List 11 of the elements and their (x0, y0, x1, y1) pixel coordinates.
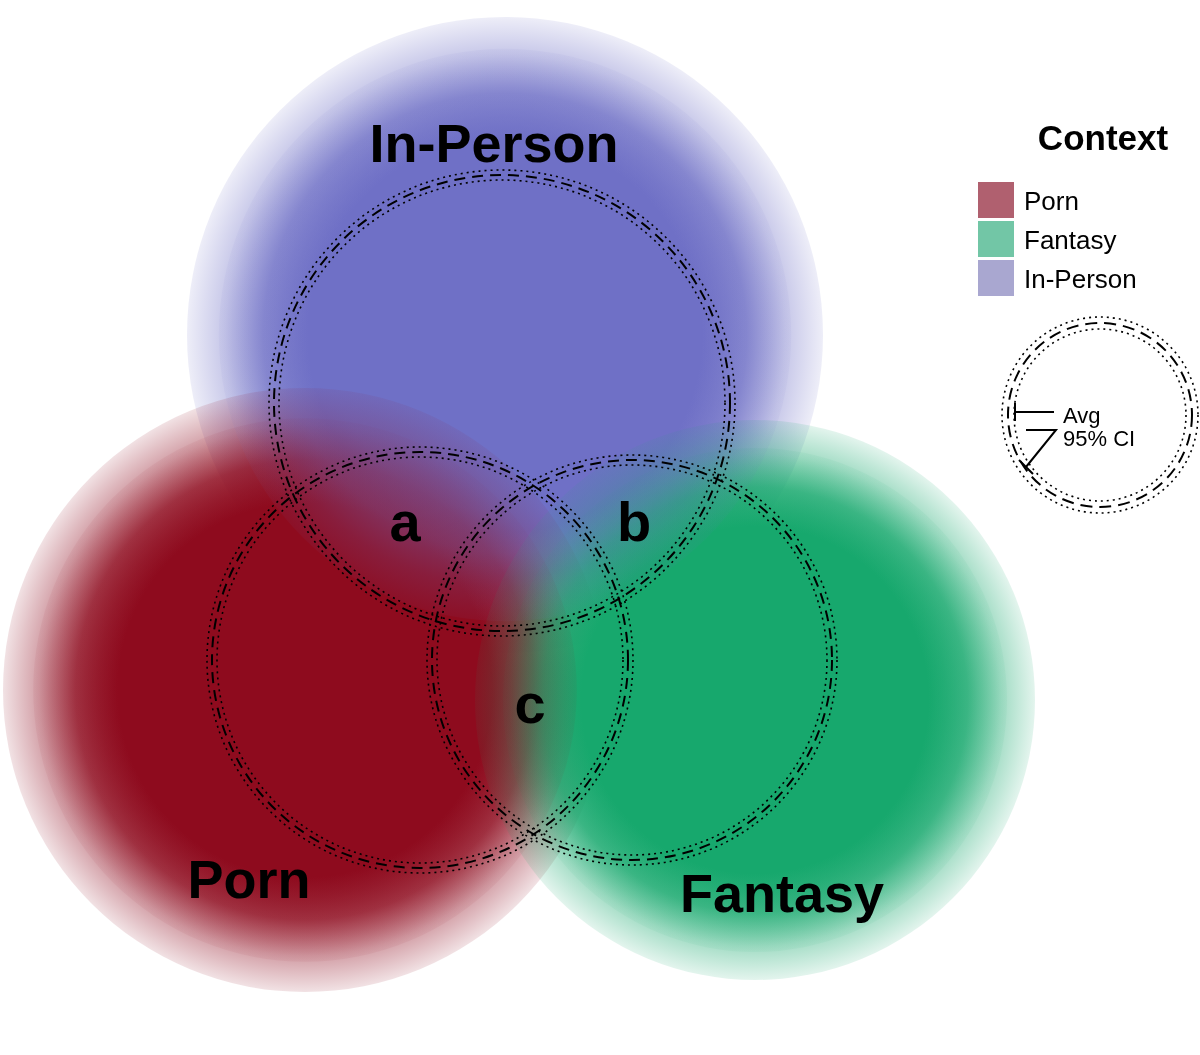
legend-label: 95% CI (1063, 428, 1136, 450)
legend-label: Avg (1063, 405, 1101, 427)
region-letter: c (514, 676, 546, 732)
legend-label: Porn (1024, 188, 1079, 214)
legend-title: Context (1037, 120, 1169, 155)
set-label: In-Person (369, 116, 619, 170)
region-letter: a (389, 494, 421, 550)
legend-label: Fantasy (1024, 227, 1117, 253)
legend-label: In-Person (1024, 266, 1137, 292)
set-label: Porn (187, 852, 311, 906)
region-letter: b (616, 494, 652, 550)
